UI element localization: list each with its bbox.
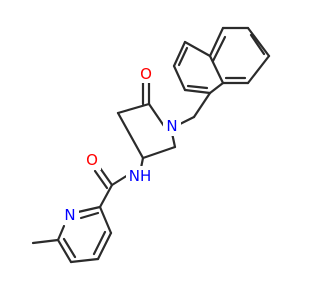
pyridine-group bbox=[56, 205, 113, 264]
bond bbox=[56, 224, 66, 242]
bond bbox=[183, 88, 212, 95]
bond bbox=[208, 54, 225, 85]
bond bbox=[116, 102, 151, 115]
bond bbox=[116, 111, 145, 160]
bond bbox=[76, 205, 102, 214]
bond bbox=[98, 183, 114, 209]
bond bbox=[208, 26, 225, 58]
bond-double bbox=[93, 169, 109, 190]
bond bbox=[98, 205, 113, 235]
atom-label-oxygen-ketone: O bbox=[140, 65, 152, 83]
bond bbox=[147, 102, 166, 128]
bond-double bbox=[249, 33, 266, 56]
bond bbox=[183, 40, 212, 58]
atom-labels: O N NH O N bbox=[61, 65, 181, 225]
bond bbox=[172, 64, 187, 92]
bond-double bbox=[92, 230, 107, 256]
pyrrolidinone-group bbox=[116, 80, 177, 160]
bond bbox=[31, 238, 60, 245]
bond bbox=[178, 115, 196, 126]
bond bbox=[246, 54, 271, 85]
naphthalene-group bbox=[172, 26, 271, 95]
bond-double bbox=[79, 211, 100, 220]
bond-double bbox=[62, 237, 77, 259]
atom-label-nitrogen-pyridine: N bbox=[64, 206, 75, 224]
bond bbox=[141, 145, 177, 160]
molecule-diagram: O N NH O N bbox=[31, 26, 271, 264]
bond-double bbox=[177, 46, 189, 67]
bond-double bbox=[186, 84, 209, 90]
bond bbox=[246, 26, 271, 58]
atom-label-nitrogen-ring: N bbox=[166, 117, 177, 135]
bond bbox=[208, 81, 225, 95]
bond bbox=[110, 173, 130, 187]
bond bbox=[192, 91, 212, 119]
bond bbox=[96, 231, 113, 261]
bond bbox=[56, 238, 73, 264]
bond-double bbox=[211, 35, 227, 63]
bond bbox=[172, 40, 187, 68]
bond bbox=[98, 166, 114, 187]
bond bbox=[69, 257, 100, 264]
atom-label-oxygen-amide: O bbox=[86, 151, 98, 169]
atom-label-nitrogen-amide: NH bbox=[129, 167, 152, 185]
